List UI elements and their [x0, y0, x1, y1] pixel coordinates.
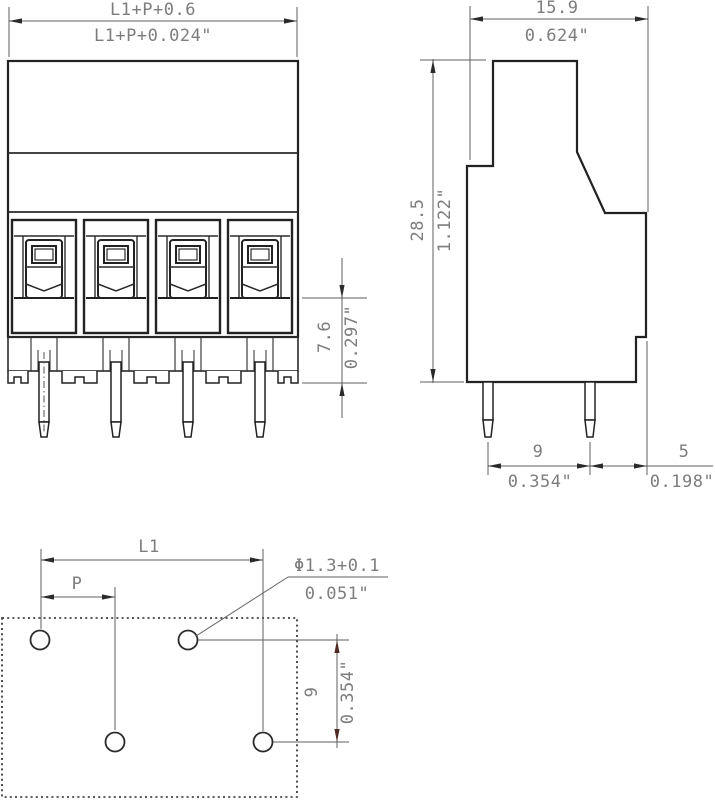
- footprint-row-imperial-label: 0.354": [338, 660, 358, 724]
- side-profile-outline: [465, 59, 648, 384]
- terminal-block: [154, 218, 222, 335]
- foot: [205, 370, 242, 384]
- pcb-outline-dashed: [1, 617, 298, 798]
- dimension-side-height: 28.5 1.122": [408, 59, 486, 383]
- front-height-metric-label: 7.6: [315, 321, 335, 353]
- front-width-metric-label: L1+P+0.6: [110, 0, 196, 20]
- foot: [61, 370, 98, 384]
- dimension-side-width: 15.9 0.624": [469, 0, 649, 212]
- dimension-footprint-row-spacing: 9 0.354": [198, 634, 358, 748]
- side-width-imperial-label: 0.624": [525, 26, 589, 46]
- pin: [482, 381, 494, 438]
- dimension-side-pin-span: 9 0.354": [487, 442, 591, 492]
- terminal-block: [82, 218, 150, 335]
- footprint-view: L1 P Φ1.3+0.1 0.051" 9 0.354": [1, 537, 388, 798]
- side-height-imperial-label: 1.122": [435, 188, 455, 252]
- footprint-row-metric-label: 9: [302, 687, 322, 698]
- hole-diameter-metric-label: Φ1.3+0.1: [294, 556, 380, 576]
- dimension-footprint-pitch: P: [41, 574, 116, 730]
- pin: [110, 361, 122, 438]
- terminal-block: [10, 218, 78, 335]
- dimension-hole-diameter: Φ1.3+0.1 0.051": [195, 556, 388, 637]
- pin: [584, 381, 596, 438]
- foot: [133, 370, 170, 384]
- terminal-block: [226, 218, 294, 335]
- pin: [254, 361, 266, 438]
- drill-hole: [104, 731, 126, 753]
- side-pin-span-metric-label: 9: [533, 442, 544, 462]
- foot: [277, 370, 299, 384]
- dimension-front-width: L1+P+0.6 L1+P+0.024": [8, 0, 298, 57]
- drill-hole: [252, 731, 274, 753]
- side-edge-offset-metric-label: 5: [679, 442, 690, 462]
- drill-hole: [29, 629, 51, 651]
- foot: [7, 370, 29, 384]
- side-view: 15.9 0.624" 28.5 1.122" 9 0.354": [408, 0, 714, 492]
- dimension-side-edge-offset: 5 0.198": [590, 341, 714, 492]
- front-width-imperial-label: L1+P+0.024": [94, 26, 212, 46]
- footprint-pitch-label: P: [72, 574, 83, 594]
- dimension-front-height: 7.6 0.297": [302, 258, 367, 418]
- side-width-metric-label: 15.9: [536, 0, 579, 18]
- drill-hole: [177, 629, 199, 651]
- dimension-footprint-length: L1: [40, 537, 264, 731]
- footprint-length-label: L1: [138, 537, 159, 557]
- front-height-imperial-label: 0.297": [342, 305, 362, 369]
- side-pin-span-imperial-label: 0.354": [508, 472, 572, 492]
- side-edge-offset-imperial-label: 0.198": [650, 472, 714, 492]
- front-view: L1+P+0.6 L1+P+0.024" 7.6 0.297": [6, 0, 367, 438]
- side-height-metric-label: 28.5: [408, 199, 428, 242]
- hole-diameter-imperial-label: 0.051": [305, 584, 369, 604]
- pin: [182, 361, 194, 438]
